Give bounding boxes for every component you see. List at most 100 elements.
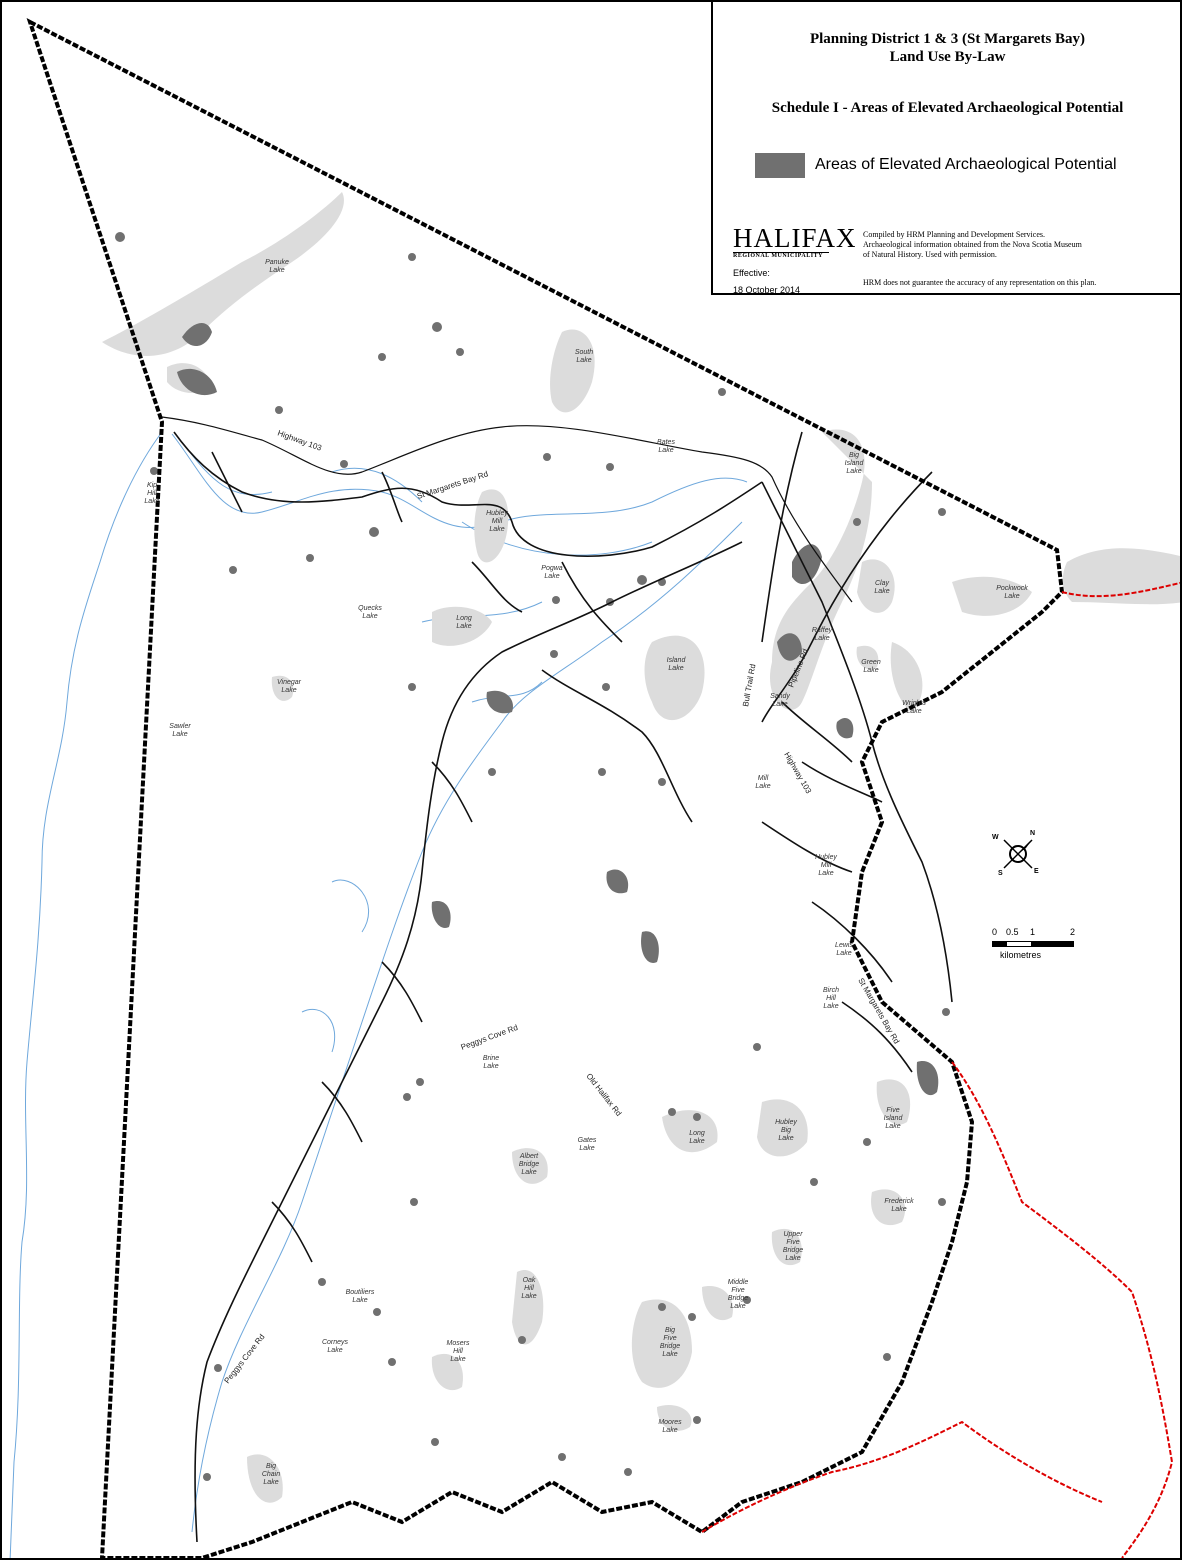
scale-segment [1006, 941, 1032, 947]
peggys-cove-rd [194, 541, 743, 1543]
lake-label-line: Mill [492, 518, 503, 525]
lake-label-line: Wrights [902, 700, 926, 707]
lake-big-chain [247, 1454, 283, 1503]
lake-label-line: Island [884, 1115, 904, 1122]
lake-label-line: Lake [836, 950, 851, 957]
lake-label-line: Lake [172, 731, 187, 738]
lake-label-line: Clay [875, 580, 890, 587]
compass-icon [1003, 839, 1033, 869]
lake-label-line: Long [456, 615, 472, 622]
compass-w: W [992, 834, 999, 841]
municipal-boundary [701, 581, 1180, 1558]
legend-swatch [755, 153, 805, 178]
lake-label-line: Birch [823, 987, 839, 994]
lake-frederick [871, 1189, 906, 1226]
logo-wordmark: HALIFAX [733, 223, 857, 253]
road-label-bull-trail-rd: Bull Trail Rd [741, 663, 757, 707]
scale-unit: kilometres [1000, 950, 1042, 960]
lake-label-line: Lake [658, 447, 673, 454]
road-label-st-margarets-bay-rd-east: St Margarets Bay Rd [856, 977, 901, 1046]
lake-label-line: Pogwa [541, 565, 563, 572]
old-halifax-rd [541, 669, 693, 823]
effective-label: Effective: [733, 268, 770, 278]
compass-e: E [1034, 868, 1039, 875]
road-label-highway-103-east: Highway 103 [782, 751, 813, 796]
lake-label-line: Lake [579, 1145, 594, 1152]
highway-103 [161, 416, 853, 603]
lake-label-line: Panuke [265, 259, 289, 266]
lake-label-line: Lake [327, 1347, 342, 1354]
compass-s: S [998, 870, 1003, 877]
lake-label-line: Lake [885, 1123, 900, 1130]
lake-label-line: Big [266, 1463, 276, 1470]
bay-shoreline [171, 433, 748, 1533]
effective-date: 18 October 2014 [733, 285, 801, 295]
lake-pockwock-east [1062, 548, 1180, 605]
lake-label-line: Moores [658, 1419, 682, 1426]
lake-label-line: Bridge [660, 1343, 680, 1350]
lake-mosers-hill [431, 1353, 463, 1391]
western-shoreline [9, 431, 163, 1558]
lake-label-line: Brine [483, 1055, 499, 1062]
lake-label-line: Bridge [519, 1161, 539, 1168]
lake-label-line: Hill [147, 490, 157, 497]
lake-south [550, 329, 595, 413]
lake-label-line: Sandy [770, 693, 790, 700]
lake-label-line: Lake [662, 1351, 677, 1358]
lake-island [644, 635, 705, 721]
lake-label-line: Five [786, 1239, 799, 1246]
scale-tick-1: 1 [1030, 927, 1036, 937]
lake-label-line: Lake [521, 1169, 536, 1176]
lake-label-line: Lake [906, 708, 921, 715]
lake-label-line: Lake [755, 783, 770, 790]
lake-upper-five-bridge [771, 1228, 802, 1266]
lake-label-line: Hill [453, 1348, 463, 1355]
lake-label-line: Hubley [815, 854, 837, 861]
lake-label-line: Upper [783, 1231, 803, 1238]
lake-big-five-bridge [631, 1299, 692, 1388]
lake-long-s [662, 1110, 718, 1153]
disclaimer: HRM does not guarantee the accuracy of a… [863, 278, 1097, 287]
lake-label-line: Lake [891, 1206, 906, 1213]
st-margarets-bay-rd [173, 431, 953, 1003]
lake-label-line: Lewis [835, 942, 853, 949]
lake-moores [657, 1404, 692, 1431]
lake-label-line: Gates [578, 1137, 597, 1144]
lake-label-line: Pockwock [996, 585, 1028, 592]
lake-label-line: Middle [728, 1279, 749, 1286]
lake-label-line: Lake [456, 623, 471, 630]
scale-tick-0: 0 [992, 927, 998, 937]
lake-label-line: Lake [362, 613, 377, 620]
lake-label-line: Five [886, 1107, 899, 1114]
lake-label-line: Lake [662, 1427, 677, 1434]
lake-label-line: Lake [785, 1255, 800, 1262]
lake-label-line: Hill [524, 1285, 534, 1292]
credits: Compiled by HRM Planning and Development… [863, 230, 1173, 260]
lake-label-line: Hubley [775, 1119, 797, 1126]
planning-district-boundary [26, 17, 1065, 1558]
lake-label-line: Lake [489, 526, 504, 533]
lake-clay [857, 559, 895, 613]
lake-label-line: Big [849, 452, 859, 459]
lake-label-line: Chain [262, 1471, 280, 1478]
lake-label-line: Lake [1004, 593, 1019, 600]
scale-bar: 0 0.5 1 2 kilometres [992, 927, 1082, 977]
lake-label-line: Lake [778, 1135, 793, 1142]
lake-label-line: Lake [846, 468, 861, 475]
